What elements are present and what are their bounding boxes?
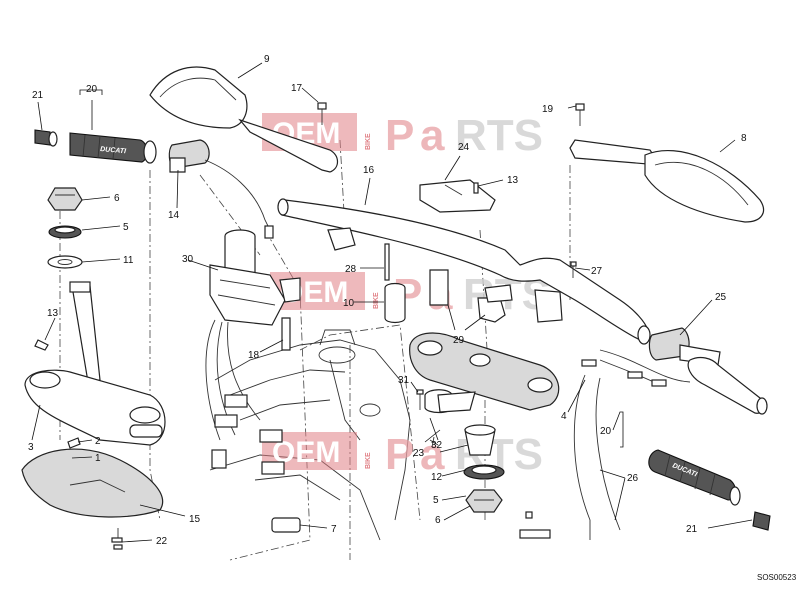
callout-4: 4	[561, 411, 567, 422]
svg-text:P: P	[385, 111, 414, 160]
callout-19: 19	[542, 104, 554, 115]
callout-23: 23	[413, 448, 425, 459]
svg-text:BIKE: BIKE	[365, 452, 372, 469]
callout-29: 29	[453, 335, 465, 346]
callout-14: 14	[168, 210, 180, 221]
leader-lines	[31, 62, 753, 543]
left-switch-gear	[168, 139, 274, 239]
right-grip: DUCATI	[648, 449, 771, 531]
throttle-tube	[519, 349, 768, 540]
wiring-harness	[205, 319, 285, 475]
callout-8: 8	[741, 133, 747, 144]
callout-7: 7	[331, 524, 337, 535]
upper-triple-clamp	[409, 332, 560, 414]
bolts	[113, 102, 585, 550]
frame-outline	[209, 329, 411, 541]
callout-18: 18	[248, 350, 260, 361]
handlebar-clamps	[327, 179, 563, 324]
callout-5-right: 5	[433, 495, 439, 506]
svg-text:BIKE: BIKE	[373, 292, 380, 309]
callout-labels: 21 20 9 17 19 8 6 5 11 13 3 2 1 15 22 14…	[28, 54, 747, 547]
callout-22: 22	[156, 536, 168, 547]
callout-6-left: 6	[114, 193, 120, 204]
callout-28: 28	[345, 264, 357, 275]
callout-9: 9	[264, 54, 270, 65]
callout-21-left: 21	[32, 90, 44, 101]
callout-13-right: 13	[507, 175, 519, 186]
callout-5-left: 5	[123, 222, 129, 233]
diagram-code: SOS00523	[757, 573, 797, 582]
callout-17: 17	[291, 83, 303, 94]
svg-text:a: a	[420, 430, 445, 479]
callout-15: 15	[189, 514, 201, 525]
callout-21-right: 21	[686, 524, 698, 535]
svg-text:RTS: RTS	[455, 111, 543, 160]
steering-bearing-right	[463, 424, 505, 513]
handlebar	[277, 198, 651, 345]
part-7-clamp	[271, 517, 301, 533]
callout-6-right: 6	[435, 515, 441, 526]
ignition-switch	[209, 229, 301, 351]
callout-11: 11	[123, 255, 134, 266]
callout-25: 25	[715, 292, 727, 303]
svg-text:BIKE: BIKE	[365, 133, 372, 150]
callout-10: 10	[343, 298, 355, 309]
left-grip: DUCATI	[34, 129, 157, 164]
fork-cover	[21, 448, 164, 543]
callout-16: 16	[363, 165, 375, 176]
callout-3: 3	[28, 442, 34, 453]
callout-20-right: 20	[600, 426, 612, 437]
svg-text:a: a	[420, 111, 445, 160]
callout-13-left: 13	[47, 308, 59, 319]
right-mirror	[569, 139, 765, 223]
callout-12: 12	[431, 472, 443, 483]
callout-27: 27	[591, 266, 603, 277]
steering-stem-left	[24, 187, 166, 449]
callout-1: 1	[95, 453, 101, 464]
callout-20-left: 20	[86, 84, 98, 95]
callout-30: 30	[182, 254, 194, 265]
callout-32: 32	[431, 440, 443, 451]
callout-26: 26	[627, 473, 639, 484]
callout-31: 31	[398, 375, 410, 386]
svg-text:DUCATI: DUCATI	[100, 146, 127, 155]
callout-24: 24	[458, 142, 470, 153]
left-mirror	[149, 66, 339, 173]
svg-text:P: P	[385, 430, 414, 479]
callout-2: 2	[95, 436, 101, 447]
